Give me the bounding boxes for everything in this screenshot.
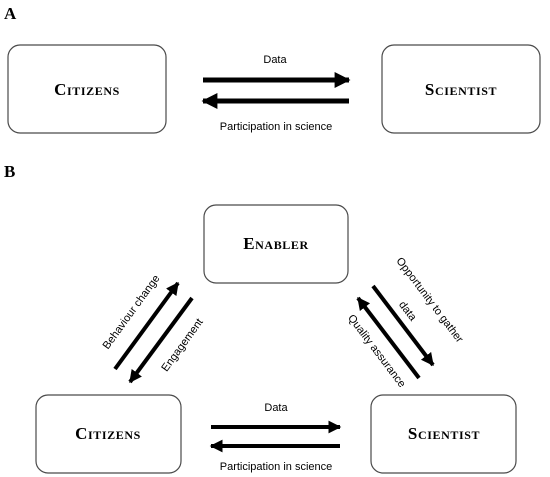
panel-a-citizens-box [7, 44, 167, 134]
panel-b-engagement-arrow [128, 296, 194, 384]
panel-a-scientist-box [381, 44, 541, 134]
panel-b-citizens-box [35, 394, 182, 474]
panel-b-participation-label: Participation in science [220, 461, 333, 473]
panel-b-quality-assurance-arrow [356, 296, 421, 380]
panel-b-citizens-label: Citizens [75, 424, 141, 443]
panel-b-scientist-box [370, 394, 517, 474]
panel-b-enabler-box [203, 204, 349, 284]
panel-a-scientist-label: Scientist [425, 80, 497, 99]
panel-b-enabler-label: Enabler [243, 234, 309, 253]
panel-b-scientist-label: Scientist [408, 424, 480, 443]
panel-b-behaviour-change-label: Behaviour change [101, 273, 163, 352]
panel-b-engagement-label: Engagement [159, 316, 205, 374]
panel-b-behaviour-change-arrow [113, 281, 180, 371]
panel-a-participation-label: Participation in science [220, 121, 333, 133]
panel-b-letter: B [4, 162, 15, 181]
panel-a-citizens-label: Citizens [54, 80, 120, 99]
panel-a-data-label: Data [263, 54, 287, 66]
panel-b-opportunity-arrow [371, 284, 435, 367]
panel-a-letter: A [4, 4, 17, 23]
panel-b-data-label: Data [264, 402, 288, 414]
